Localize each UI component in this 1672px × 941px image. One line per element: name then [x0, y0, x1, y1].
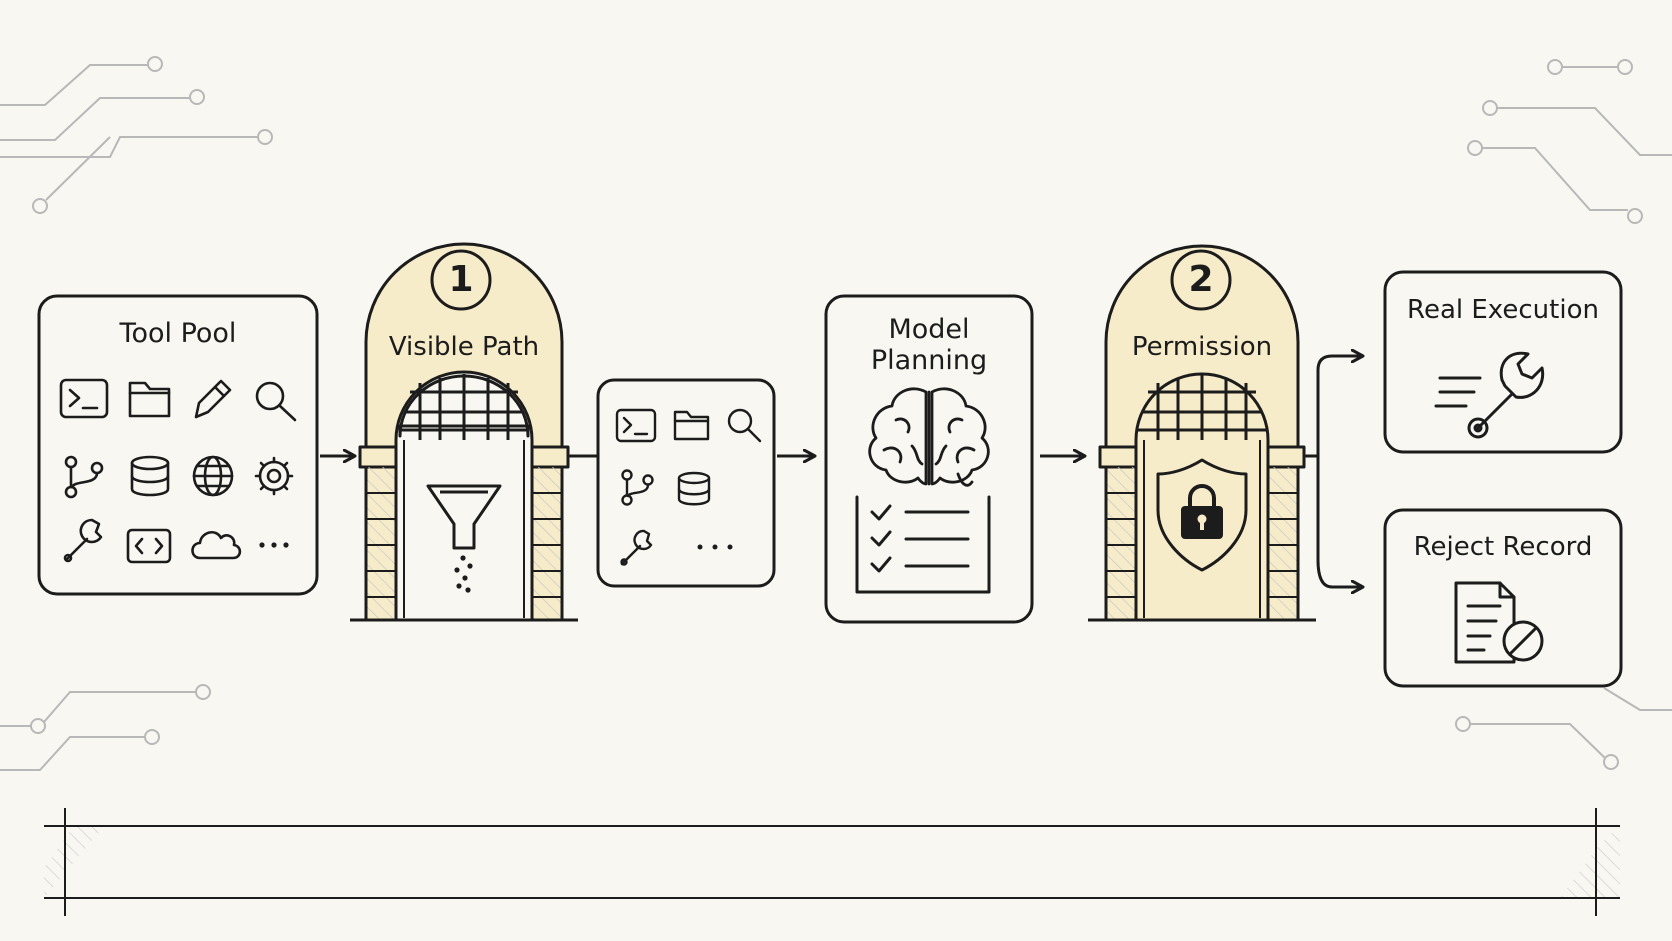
reject-record-label: Reject Record — [1413, 532, 1593, 562]
terminal-icon — [615, 408, 657, 443]
branch-connector — [1302, 356, 1362, 587]
ellipsis-icon — [259, 542, 289, 548]
tool-pool-label: Tool Pool — [119, 318, 237, 349]
folder-icon — [673, 410, 710, 441]
code-icon — [126, 528, 172, 564]
funnel-icon — [426, 484, 502, 593]
terminal-icon — [59, 378, 109, 419]
visible-path-label: Visible Path — [388, 332, 540, 362]
tool-pool-panel — [37, 294, 319, 596]
visible-subset-icons — [615, 408, 762, 566]
cloud-icon — [191, 530, 242, 560]
model-planning-label: Model Planning — [870, 314, 988, 377]
gate1-badge — [430, 249, 492, 311]
gate2-badge-number: 2 — [1188, 259, 1214, 300]
ellipsis-icon — [697, 544, 733, 550]
search-icon — [727, 408, 762, 443]
bottom-bar — [44, 808, 1620, 916]
database-icon — [130, 455, 170, 497]
tool-pool-icons — [59, 378, 297, 564]
wrench-icon — [63, 518, 103, 563]
search-icon — [255, 381, 297, 422]
real-execution-label: Real Execution — [1407, 295, 1599, 325]
git-branch-icon — [621, 469, 654, 506]
circuit-decoration-bottom-left — [0, 684, 211, 771]
gear-icon — [254, 456, 294, 496]
execution-wrench-icon — [1434, 351, 1545, 439]
folder-icon — [128, 381, 171, 418]
pencil-icon — [194, 379, 232, 419]
brain-icon — [868, 387, 990, 487]
globe-icon — [192, 455, 234, 497]
gate2-badge — [1170, 249, 1232, 311]
circuit-decoration-top-right — [1467, 59, 1672, 224]
circuit-decoration-top-left — [0, 56, 273, 214]
circuit-decoration-bottom-right — [1455, 687, 1672, 770]
database-icon — [677, 471, 711, 506]
gate1-badge-number: 1 — [448, 259, 474, 300]
reject-document-icon — [1454, 581, 1544, 664]
git-branch-icon — [64, 455, 104, 499]
permission-label: Permission — [1131, 332, 1273, 362]
shield-lock-icon — [1156, 458, 1248, 572]
wrench-icon — [620, 529, 653, 566]
checklist-icon — [855, 495, 991, 594]
